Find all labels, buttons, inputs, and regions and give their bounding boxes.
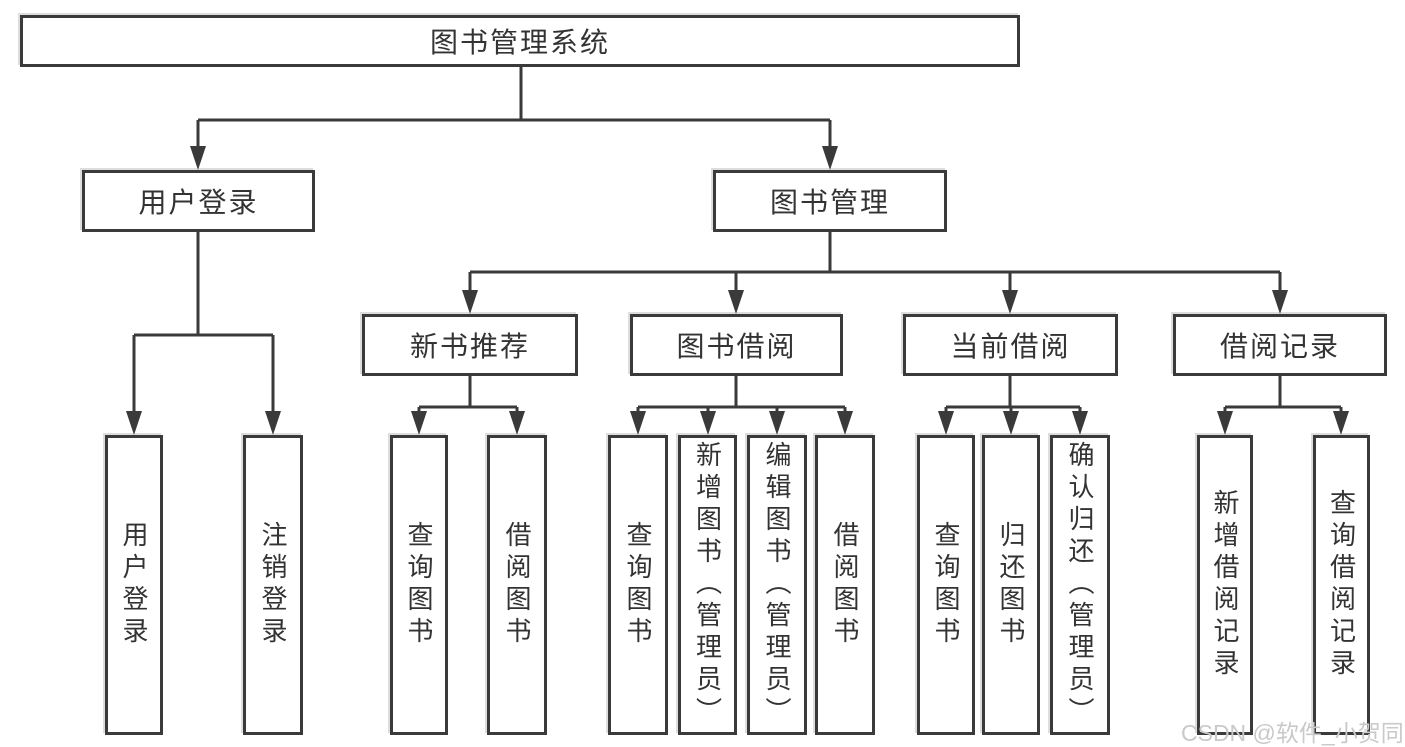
- arrowhead: [822, 146, 838, 170]
- leaf-current-confirm-return-admin-label: 确认归还（管理员）: [1065, 441, 1095, 729]
- arrowhead: [126, 411, 142, 435]
- arrowhead: [769, 411, 785, 435]
- leaf-records-add-record: 新增借阅记录: [1197, 435, 1253, 735]
- leaf-logout-label: 注销登录: [258, 521, 288, 649]
- node-new-book-recommend-label: 新书推荐: [409, 331, 530, 362]
- arrowhead: [462, 290, 478, 314]
- leaf-newbooks-query-books: 查询图书: [390, 435, 448, 735]
- node-borrowing-records: 借阅记录: [1173, 314, 1387, 376]
- arrowhead: [1003, 411, 1019, 435]
- leaf-user-login-label: 用户登录: [119, 521, 149, 649]
- leaf-borrow-edit-books-admin-label: 编辑图书（管理员）: [762, 441, 792, 729]
- node-new-book-recommend: 新书推荐: [362, 314, 578, 376]
- connector-current-to-leaves: [938, 376, 1088, 435]
- node-current-borrowing-label: 当前借阅: [950, 331, 1071, 362]
- node-book-borrowing: 图书借阅: [630, 314, 843, 376]
- connector-bookmgmt-to-level3: [462, 232, 1288, 314]
- arrowhead: [1333, 411, 1349, 435]
- leaf-current-confirm-return-admin: 确认归还（管理员）: [1050, 435, 1110, 735]
- leaf-records-query-record-label: 查询借阅记录: [1326, 489, 1357, 681]
- arrowhead: [411, 411, 427, 435]
- node-root-label: 图书管理系统: [429, 27, 610, 58]
- connector-newbooks-to-leaves: [411, 376, 525, 435]
- arrowhead: [265, 411, 281, 435]
- leaf-newbooks-query-books-label: 查询图书: [404, 521, 434, 649]
- arrowhead: [700, 411, 716, 435]
- leaf-current-return-books: 归还图书: [982, 435, 1040, 735]
- leaf-newbooks-borrow-books-label: 借阅图书: [502, 521, 532, 649]
- leaf-newbooks-borrow-books: 借阅图书: [487, 435, 547, 735]
- node-book-management-label: 图书管理: [769, 187, 890, 218]
- arrowhead: [509, 411, 525, 435]
- connector-root-to-level2: [190, 67, 838, 170]
- node-user-login-label: 用户登录: [138, 187, 259, 218]
- arrowhead: [190, 146, 206, 170]
- arrowhead: [630, 411, 646, 435]
- leaf-user-login: 用户登录: [105, 435, 163, 735]
- arrowhead: [1002, 290, 1018, 314]
- connector-borrow-to-leaves: [630, 376, 853, 435]
- leaf-borrow-query-books: 查询图书: [608, 435, 668, 735]
- arrowhead: [837, 411, 853, 435]
- leaf-borrow-query-books-label: 查询图书: [623, 521, 653, 649]
- leaf-records-query-record: 查询借阅记录: [1313, 435, 1370, 735]
- csdn-watermark: CSDN @软件_小贺同学: [1181, 720, 1405, 746]
- leaf-current-query-books: 查询图书: [917, 435, 975, 735]
- node-book-management: 图书管理: [713, 170, 947, 232]
- leaf-logout: 注销登录: [243, 435, 303, 735]
- arrowhead: [1217, 411, 1233, 435]
- leaf-borrow-edit-books-admin: 编辑图书（管理员）: [747, 435, 807, 735]
- leaf-current-query-books-label: 查询图书: [931, 521, 961, 649]
- leaf-borrow-add-books-admin: 新增图书（管理员）: [678, 435, 737, 735]
- node-current-borrowing: 当前借阅: [903, 314, 1118, 376]
- node-borrowing-records-label: 借阅记录: [1219, 331, 1340, 362]
- leaf-current-return-books-label: 归还图书: [996, 521, 1026, 649]
- connector-records-to-leaves: [1217, 376, 1349, 435]
- connector-userlogin-to-leaves: [126, 232, 281, 435]
- node-user-login: 用户登录: [82, 170, 315, 232]
- node-root: 图书管理系统: [20, 15, 1020, 67]
- arrowhead: [1072, 411, 1088, 435]
- node-book-borrowing-label: 图书借阅: [676, 331, 797, 362]
- arrowhead: [1272, 290, 1288, 314]
- arrowhead: [938, 411, 954, 435]
- leaf-records-add-record-label: 新增借阅记录: [1210, 489, 1240, 681]
- leaf-borrow-borrow-books: 借阅图书: [815, 435, 875, 735]
- arrowhead: [728, 290, 744, 314]
- leaf-borrow-add-books-admin-label: 新增图书（管理员）: [692, 441, 723, 729]
- leaf-borrow-borrow-books-label: 借阅图书: [830, 521, 860, 649]
